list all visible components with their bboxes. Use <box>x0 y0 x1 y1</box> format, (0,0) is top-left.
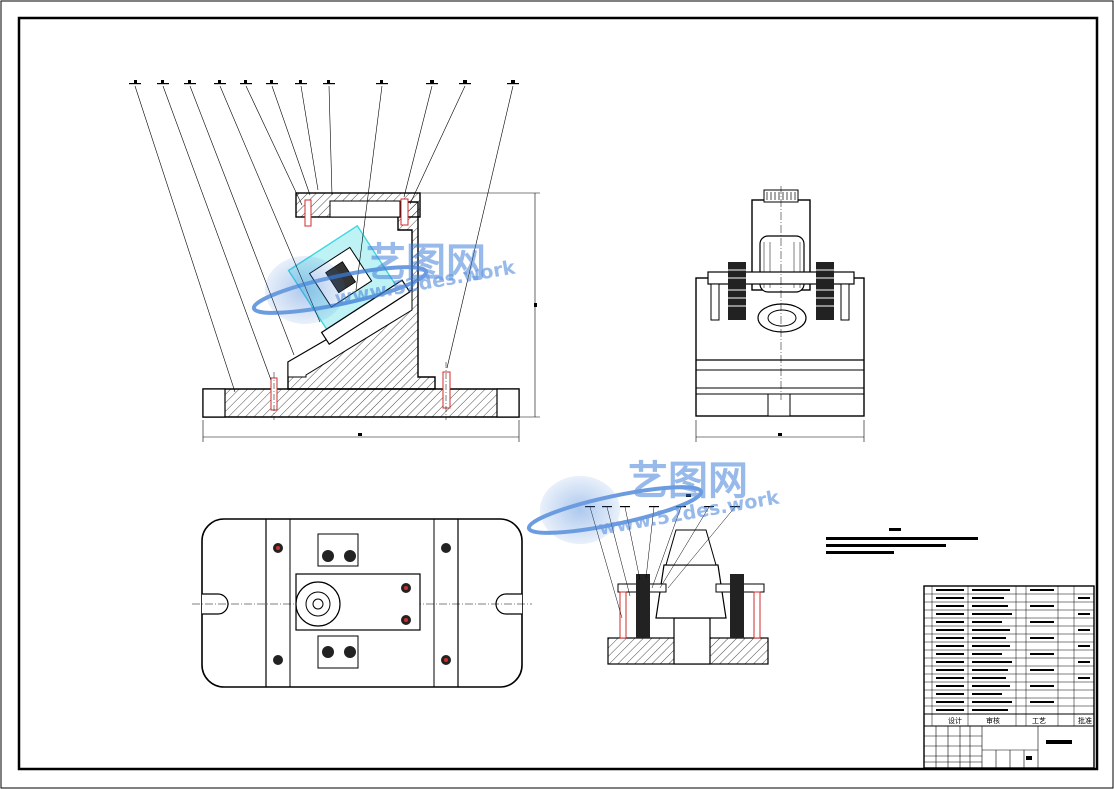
top-view <box>192 518 532 688</box>
tb-label-review: 审核 <box>986 716 1000 725</box>
tb-label-design: 设计 <box>948 716 962 725</box>
detail-view <box>585 494 769 665</box>
watermark-2: 艺图网 www.52des.work <box>526 458 781 544</box>
tb-label-process: 工艺 <box>1032 717 1046 725</box>
title-block: 设计 审核 工艺 批准 <box>923 585 1095 769</box>
watermark-brand-1: 艺图网 <box>366 240 486 286</box>
tb-label-approve: 批准 <box>1078 716 1092 725</box>
tb-drawing-title <box>1046 740 1072 744</box>
watermark-brand-2: 艺图网 <box>628 458 748 504</box>
side-view <box>695 186 865 442</box>
inner-frame <box>17 16 1099 771</box>
technical-requirements <box>826 528 978 554</box>
